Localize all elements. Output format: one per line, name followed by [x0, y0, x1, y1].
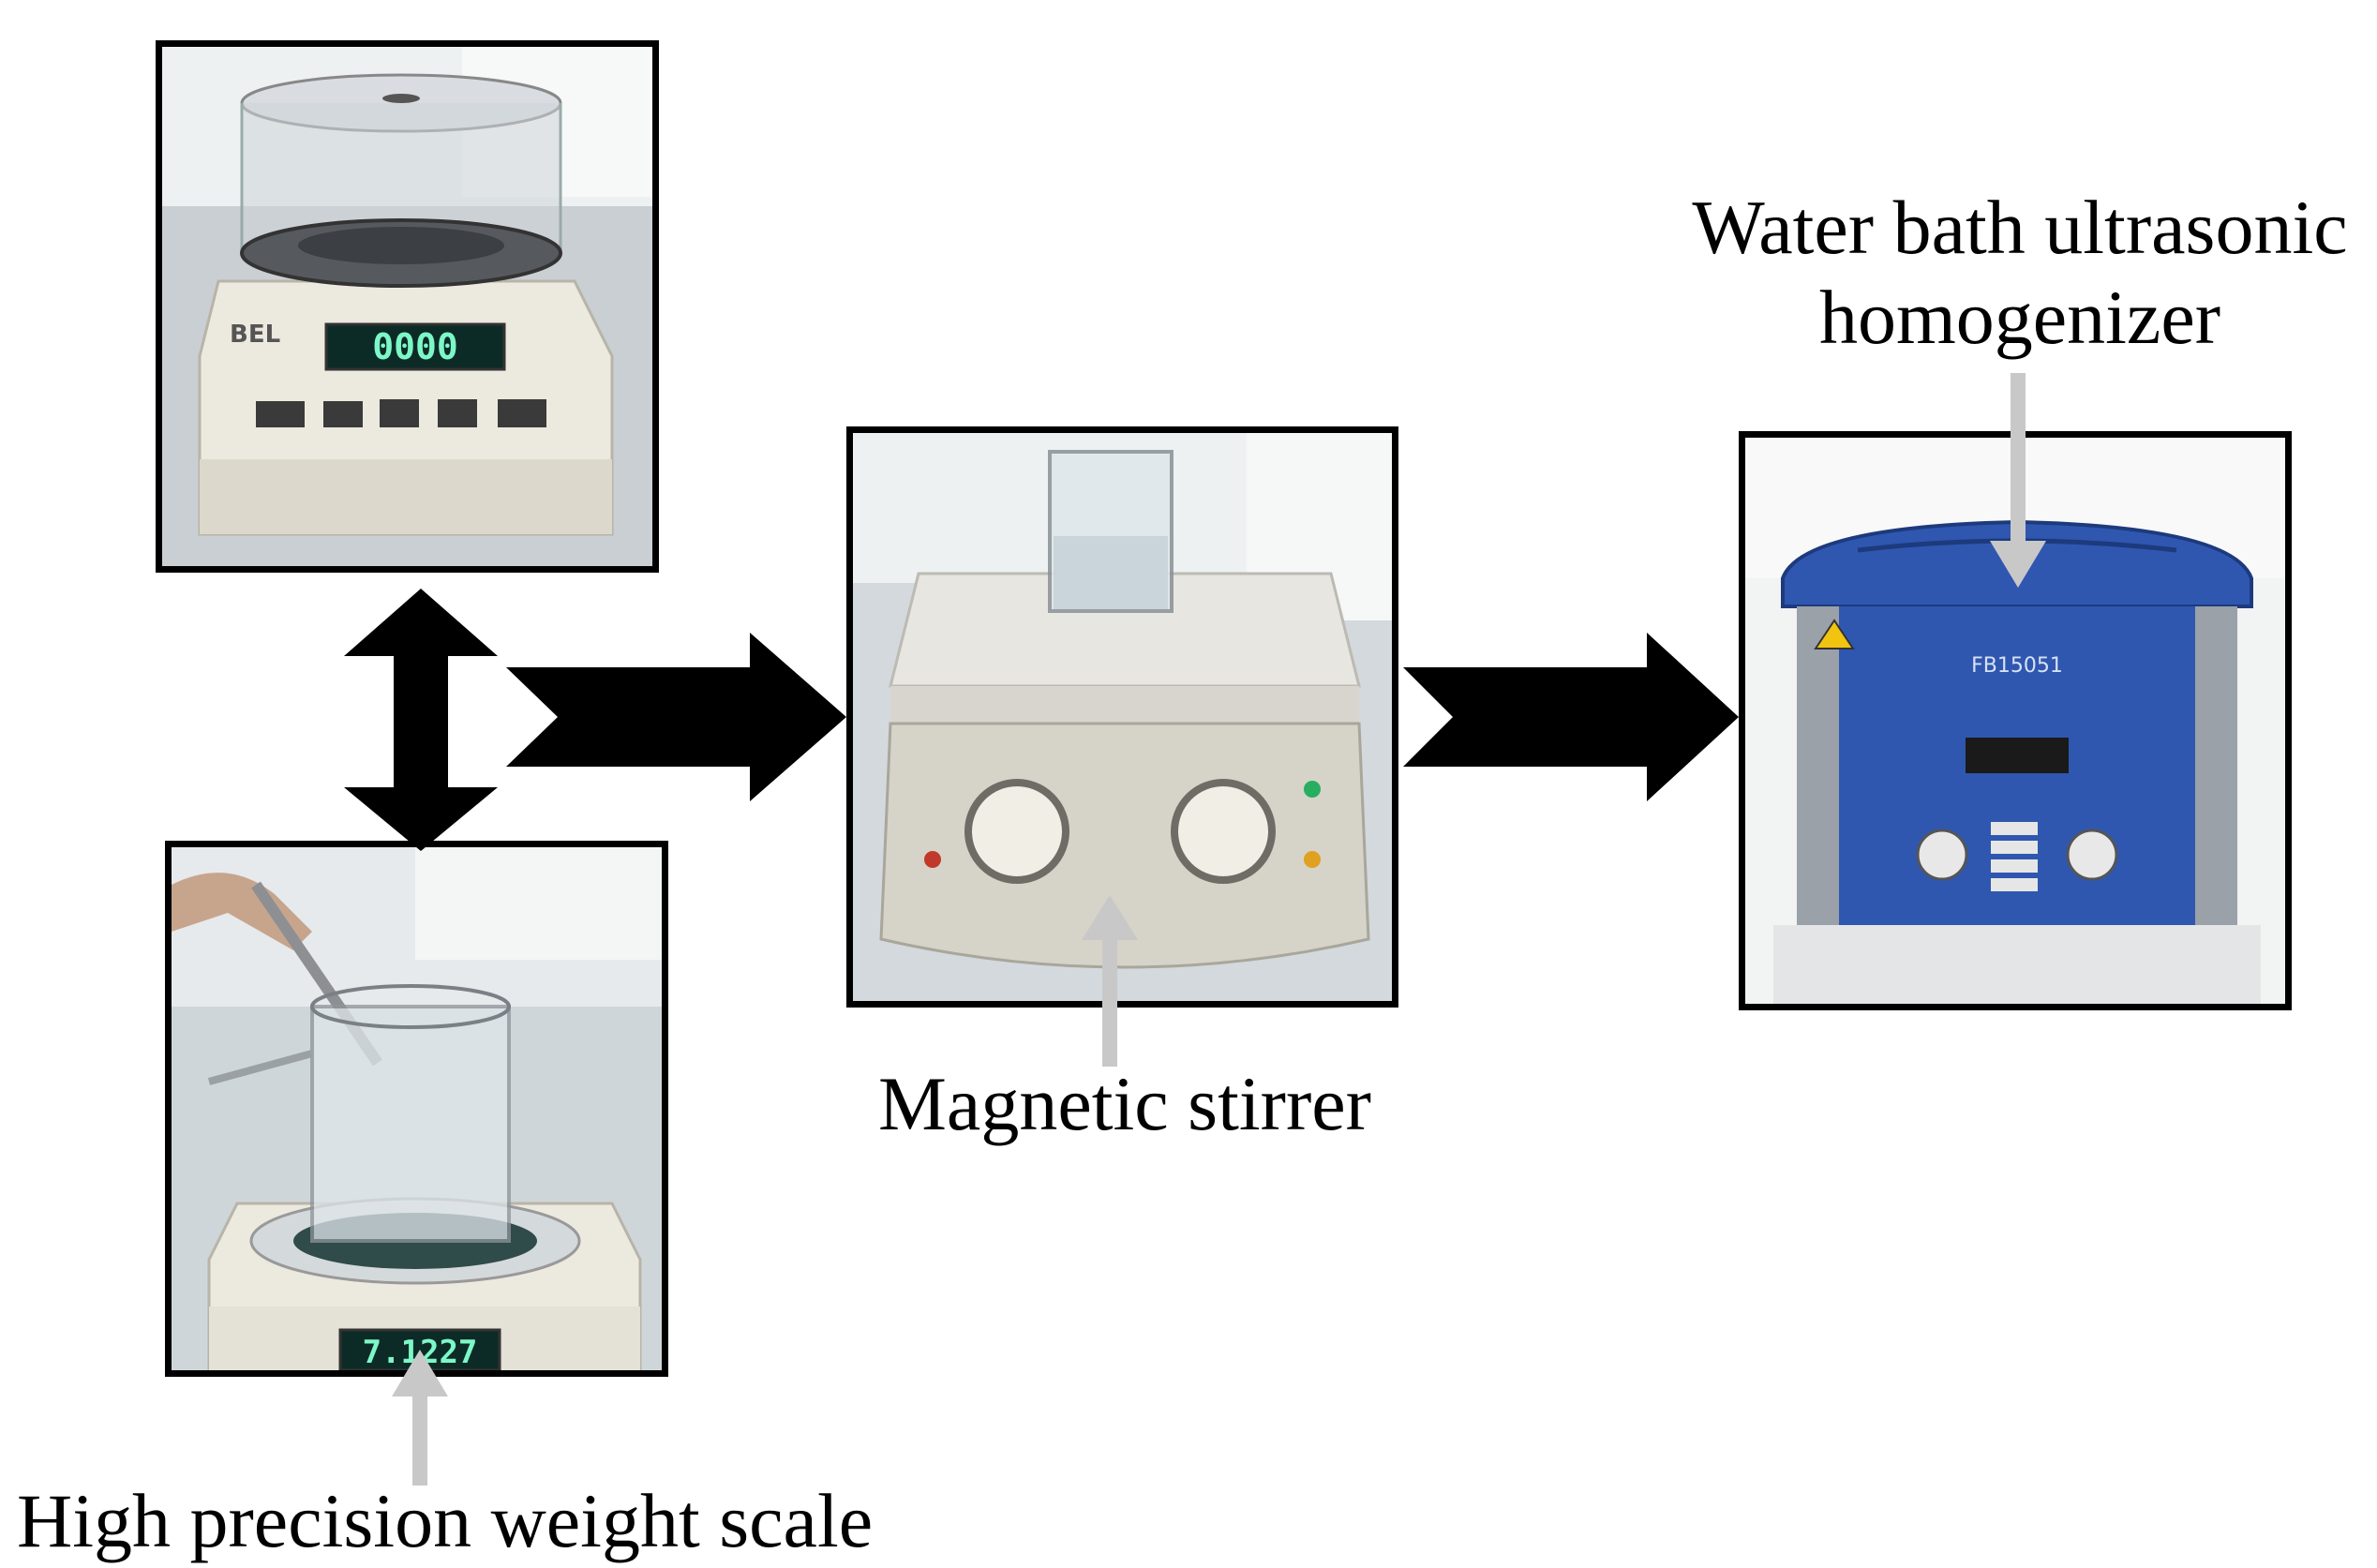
photo-ultrasonic-bath: FB15051: [1739, 431, 2292, 1010]
photo-balance-weighing: 7.1227: [165, 841, 668, 1377]
balance-brand-text: BEL: [230, 321, 280, 349]
bath-model-text: FB15051: [1971, 654, 2063, 678]
label-weight-scale: High precision weight scale: [17, 1478, 874, 1563]
photo-magnetic-stirrer: [846, 426, 1398, 1008]
flow-arrow-to-bath-icon: [1403, 633, 1739, 801]
balance-bottom-display-reading: 7.1227: [363, 1334, 478, 1370]
label-water-bath-line2: homogenizer: [1818, 274, 2221, 360]
label-water-bath: Water bath ultrasonic homogenizer: [1682, 183, 2357, 363]
photo-balance-empty: BEL 0000: [156, 40, 659, 573]
flow-arrow-to-stirrer-icon: [506, 633, 846, 801]
balance-display-reading: 0000: [372, 326, 458, 367]
label-water-bath-line1: Water bath ultrasonic: [1692, 185, 2348, 270]
label-magnetic-stirrer: Magnetic stirrer: [878, 1061, 1371, 1146]
double-arrow-icon: [344, 589, 498, 851]
